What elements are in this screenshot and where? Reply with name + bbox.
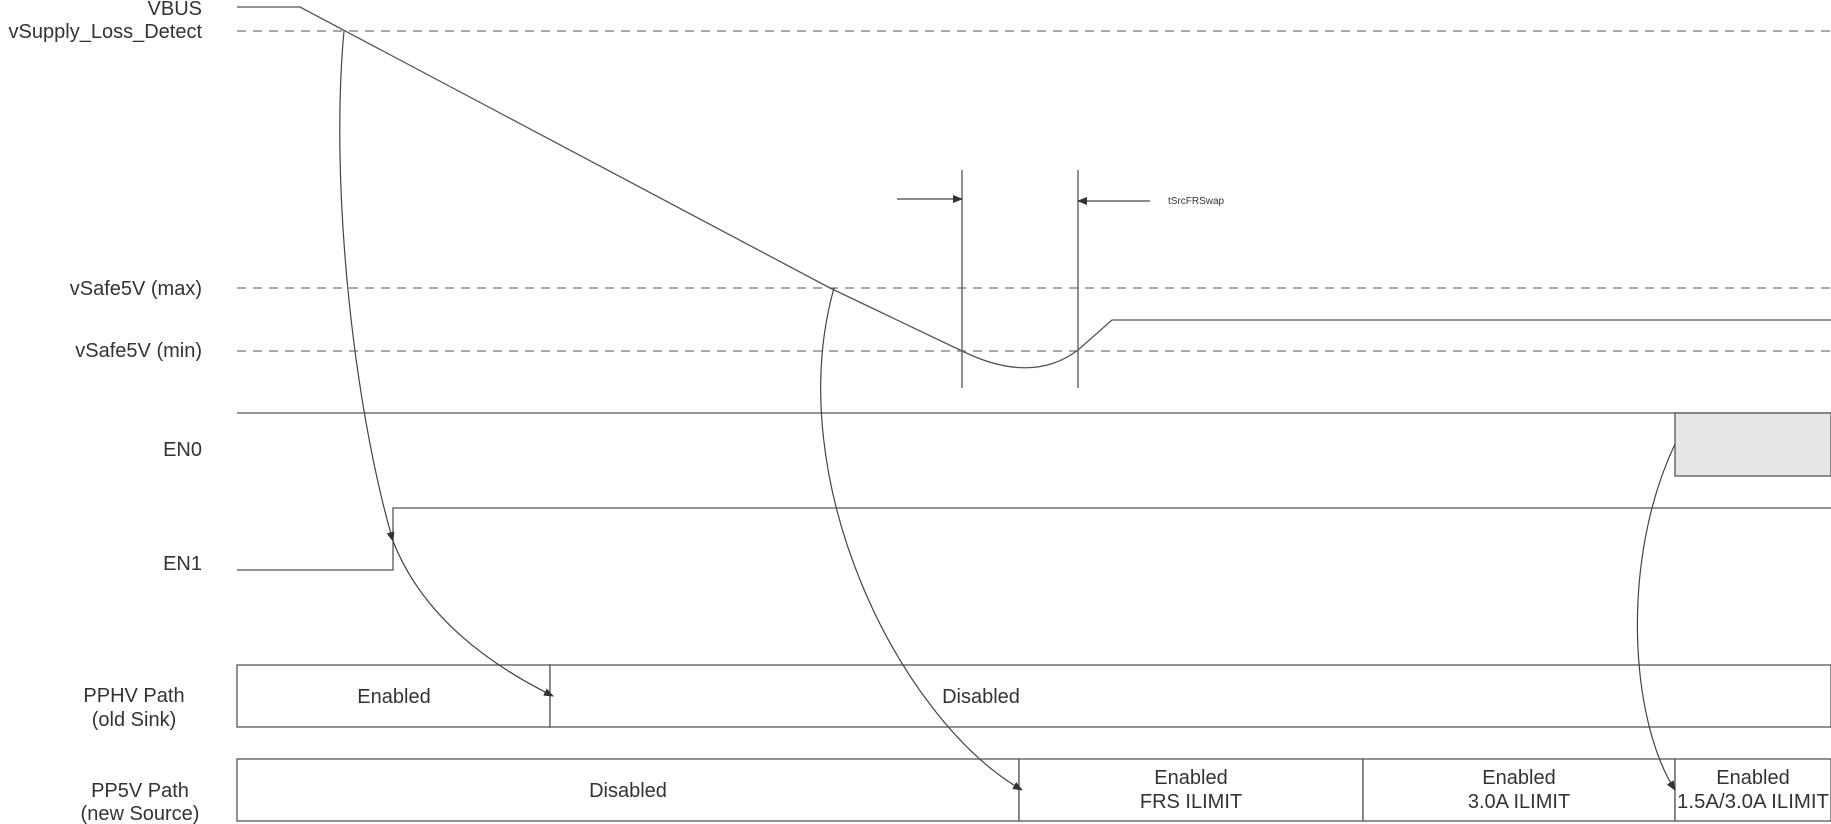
- pphv-enabled-text: Enabled: [357, 686, 430, 708]
- pp5v-1p5a-enabled-text: Enabled: [1716, 767, 1789, 789]
- tsrcfrswap-label: tSrcFRSwap: [1168, 196, 1225, 207]
- vsupply-loss-detect-label: vSupply_Loss_Detect: [9, 21, 203, 43]
- pp5v-1p5a-3a-ilimit-segment: [1674, 758, 1831, 822]
- en0-label: EN0: [163, 439, 202, 461]
- en0-transition-region: [1674, 412, 1831, 477]
- loss-detect-to-en1-arrow: [339, 30, 395, 542]
- pp5v-path-label: PP5V Path: [91, 780, 189, 802]
- vbus-waveform: [237, 6, 1831, 369]
- en1-to-pphv-disabled-arrow: [392, 540, 554, 697]
- pphv-path-sublabel: (old Sink): [92, 709, 176, 731]
- pphv-disabled-segment: [549, 664, 1831, 728]
- pp5v-3a-ilimit-segment: [1362, 758, 1676, 822]
- en1-label: EN1: [163, 553, 202, 575]
- en0-to-pp5v-ilimit-arrow: [1636, 443, 1676, 791]
- pphv-disabled-text: Disabled: [942, 686, 1020, 708]
- pp5v-frs-ilimit-text: FRS ILIMIT: [1140, 791, 1242, 813]
- pp5v-3a-ilimit-text: 3.0A ILIMIT: [1468, 791, 1570, 813]
- vsafe5v-max-to-pp5v-enabled-arrow: [820, 287, 1023, 791]
- pphv-enabled-segment: [236, 664, 551, 728]
- en1-waveform: [237, 507, 1831, 571]
- pp5v-path-sublabel: (new Source): [81, 803, 200, 824]
- pp5v-disabled-text: Disabled: [589, 780, 667, 802]
- vsafe5v-min-label: vSafe5V (min): [75, 340, 202, 362]
- pp5v-frs-enabled-text: Enabled: [1154, 767, 1227, 789]
- pp5v-1p5a-ilimit-text: 1.5A/3.0A ILIMIT: [1677, 791, 1829, 813]
- pphv-path-label: PPHV Path: [83, 685, 184, 707]
- vsafe5v-max-label: vSafe5V (max): [70, 278, 202, 300]
- vbus-label: VBUS: [148, 0, 202, 20]
- pp5v-3a-enabled-text: Enabled: [1482, 767, 1555, 789]
